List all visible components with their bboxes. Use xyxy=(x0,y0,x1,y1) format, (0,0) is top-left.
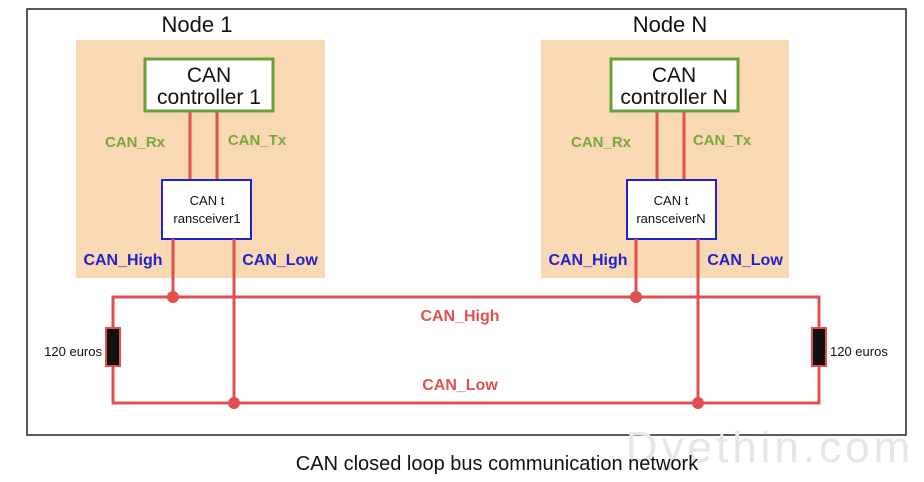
node-1-low-label: CAN_Low xyxy=(242,252,318,269)
watermark: Dyethin.com xyxy=(626,423,915,472)
node-1-title: Node 1 xyxy=(162,12,233,37)
node-1-transceiver xyxy=(161,179,252,240)
node-n-controller xyxy=(609,57,740,113)
node-n-rx-label: CAN_Rx xyxy=(571,134,632,151)
bus-low-label: CAN_Low xyxy=(422,377,498,394)
node-1-rx-label: CAN_Rx xyxy=(105,134,166,151)
node-n-controller-label-2: controller N xyxy=(620,86,727,109)
node-n-transceiver-label-1: CAN t xyxy=(654,193,689,208)
junction-node-n-low xyxy=(692,397,704,409)
node-1-controller-label-1: CAN xyxy=(187,64,231,87)
node-n-controller-label-1: CAN xyxy=(652,64,696,87)
right-termination-resistor xyxy=(811,327,827,367)
junction-node-1-high xyxy=(167,291,179,303)
can-high-bus xyxy=(111,295,821,329)
node-1: Node 1 CAN controller 1 CAN_Rx CAN_Tx CA… xyxy=(76,12,325,278)
bus-high-label: CAN_High xyxy=(420,308,499,325)
node-n-low-label: CAN_Low xyxy=(707,252,783,269)
node-1-transceiver-label-1: CAN t xyxy=(190,193,225,208)
node-1-high-label: CAN_High xyxy=(83,252,162,269)
node-1-tx-label: CAN_Tx xyxy=(228,132,287,149)
node-n-transceiver-label-2: ransceiverN xyxy=(636,211,705,226)
node-n-title: Node N xyxy=(633,12,708,37)
node-n: Node N CAN controller N CAN_Rx CAN_Tx CA… xyxy=(541,12,789,278)
diagram-caption: CAN closed loop bus communication networ… xyxy=(296,453,699,475)
node-1-controller-label-2: controller 1 xyxy=(157,86,261,109)
node-1-transceiver-label-2: ransceiver1 xyxy=(173,211,240,226)
right-resistor-label: 120 euros xyxy=(830,344,888,359)
junction-node-n-high xyxy=(630,291,642,303)
node-n-tx-label: CAN_Tx xyxy=(693,132,752,149)
bus-wiring xyxy=(111,239,821,405)
node-n-transceiver xyxy=(626,179,717,240)
left-termination-resistor xyxy=(105,327,121,367)
node-1-controller xyxy=(143,57,275,113)
can-low-bus xyxy=(111,366,821,405)
node-n-high-label: CAN_High xyxy=(548,252,627,269)
left-resistor-label: 120 euros xyxy=(44,344,102,359)
junction-node-1-low xyxy=(228,397,240,409)
